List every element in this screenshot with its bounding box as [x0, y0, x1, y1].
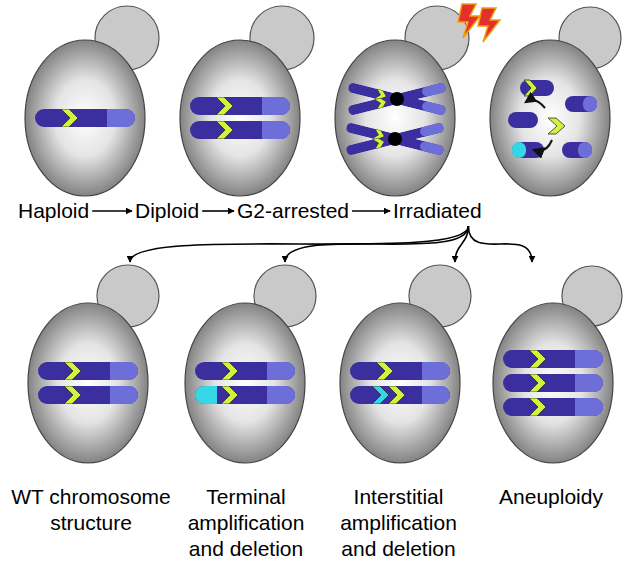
chromosome — [503, 374, 603, 392]
figure-part — [562, 142, 592, 158]
figure-part — [520, 80, 554, 96]
flow-arrow — [130, 226, 468, 262]
figure-part — [28, 303, 148, 463]
label-text: Haploid — [18, 198, 89, 224]
chromatid — [345, 122, 444, 156]
flow-arrow — [92, 210, 132, 212]
chromatid — [345, 122, 444, 156]
flow-arrow — [202, 210, 234, 212]
figure-part — [335, 40, 455, 196]
figure-part — [508, 112, 538, 128]
chromosome — [350, 386, 450, 404]
chromosome — [38, 362, 138, 380]
flow-arrow — [285, 226, 468, 262]
label-text: Diploid — [135, 198, 199, 224]
chromosome — [190, 97, 290, 115]
yeast-cell — [335, 6, 469, 196]
outcome-box: Aneuploidy — [482, 262, 620, 510]
flow-arrow — [352, 210, 390, 212]
chromosome — [190, 121, 290, 139]
yeast-cell — [493, 266, 622, 463]
figure-part — [25, 40, 145, 196]
label-text: Irradiated — [393, 198, 482, 224]
label-text: WT chromosome structure — [8, 484, 174, 536]
figure-part — [583, 96, 597, 112]
figure-part — [493, 303, 613, 463]
outcome-box: WT chromosome structure — [8, 262, 174, 536]
chromosome — [350, 362, 450, 380]
chromatid — [347, 82, 446, 116]
figure-part — [478, 8, 500, 42]
figure-part — [512, 142, 526, 158]
figure-part — [524, 80, 537, 96]
radiation-bolt — [458, 4, 500, 42]
figure-part — [578, 142, 592, 158]
stage-label: Diploid — [135, 198, 199, 224]
centromere — [388, 132, 402, 146]
chromosome — [503, 398, 603, 416]
figure-part — [180, 40, 300, 196]
label-text: Aneuploidy — [482, 484, 620, 510]
centromere — [390, 92, 404, 106]
figure-part — [548, 118, 565, 134]
figure-part — [185, 303, 305, 463]
chromosome — [35, 109, 135, 127]
figure-part — [340, 303, 460, 463]
outcome-box: Interstitial amplification and deletion — [326, 262, 471, 562]
stage-label: Irradiated — [393, 198, 482, 224]
yeast-cell — [25, 6, 159, 196]
chromosome — [195, 386, 295, 404]
chromatid — [347, 82, 446, 116]
yeast-cell — [180, 6, 314, 196]
label-text: Terminal amplification and deletion — [176, 484, 316, 562]
figure-part — [490, 40, 610, 196]
yeast-cell — [28, 265, 159, 463]
figure-part — [458, 4, 480, 38]
label-text: Interstitial amplification and deletion — [326, 484, 471, 562]
chromosome — [195, 362, 295, 380]
stage-label: Haploid — [18, 198, 89, 224]
flow-arrow — [468, 226, 532, 262]
yeast-cell — [185, 265, 316, 463]
label-text: G2-arrested — [237, 198, 349, 224]
yeast-cell — [340, 265, 471, 463]
outcome-box: Terminal amplification and deletion — [176, 262, 316, 562]
figure-part — [565, 96, 597, 112]
chromosome — [503, 350, 603, 368]
flow-arrow — [455, 226, 468, 262]
chromosome-fragments — [508, 80, 597, 158]
movement-arrow — [534, 140, 552, 151]
stage-label: G2-arrested — [237, 198, 349, 224]
chromosome — [38, 386, 138, 404]
movement-arrow — [526, 100, 545, 108]
yeast-cell — [490, 7, 621, 196]
